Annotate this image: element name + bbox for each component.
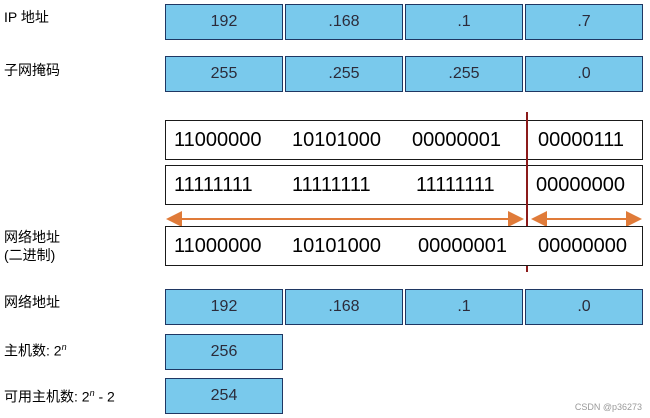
binary-network-octet-3: 00000001 xyxy=(418,235,507,257)
host-count-row: 256 xyxy=(165,334,283,370)
watermark: CSDN @p36273 xyxy=(574,402,642,412)
binary-ip-octet-1: 11000000 xyxy=(174,129,262,151)
ip-octet-3: .1 xyxy=(405,4,523,40)
host-count-label: 主机数: 2n xyxy=(4,338,67,360)
mask-octet-4: .0 xyxy=(525,56,643,92)
network-address-row: 192 .168 .1 .0 xyxy=(165,289,643,325)
binary-mask-octet-1: 11111111 xyxy=(174,174,253,196)
binary-mask-octet-3: 11111111 xyxy=(416,174,495,196)
network-address-binary-label: 网络地址 (二进制) xyxy=(4,228,60,264)
host-count-exponent: n xyxy=(61,342,67,352)
usable-hosts-exponent: n xyxy=(89,388,95,398)
network-octet-4: .0 xyxy=(525,289,643,325)
network-octet-1: 192 xyxy=(165,289,283,325)
binary-ip-box: 11000000 10101000 00000001 00000111 xyxy=(165,120,643,160)
usable-hosts-value: 254 xyxy=(165,378,283,414)
mask-octet-1: 255 xyxy=(165,56,283,92)
ip-address-label: IP 地址 xyxy=(4,9,49,25)
binary-ip-octet-3: 00000001 xyxy=(412,129,501,151)
ip-octet-2: .168 xyxy=(285,4,403,40)
network-address-label: 网络地址 xyxy=(4,294,60,310)
network-address-binary-label-line1: 网络地址 xyxy=(4,229,60,245)
binary-network-box: 11000000 10101000 00000001 00000000 xyxy=(165,226,643,266)
usable-hosts-prefix: 可用主机数: 2 xyxy=(4,388,90,405)
usable-hosts-label: 可用主机数: 2n - 2 xyxy=(4,384,115,406)
binary-ip-octet-2: 10101000 xyxy=(292,129,381,151)
binary-network-octet-1: 11000000 xyxy=(174,235,262,257)
binary-ip-octet-4: 00000111 xyxy=(538,129,625,151)
ip-address-row: 192 .168 .1 .7 xyxy=(165,4,643,40)
network-octet-2: .168 xyxy=(285,289,403,325)
binary-network-octet-4: 00000000 xyxy=(538,235,627,257)
usable-hosts-suffix: - 2 xyxy=(94,388,115,405)
ip-octet-4: .7 xyxy=(525,4,643,40)
subnet-mask-label: 子网掩码 xyxy=(4,62,60,78)
network-octet-3: .1 xyxy=(405,289,523,325)
binary-mask-box: 11111111 11111111 11111111 00000000 xyxy=(165,165,643,205)
binary-network-octet-2: 10101000 xyxy=(292,235,381,257)
subnet-mask-row: 255 .255 .255 .0 xyxy=(165,56,643,92)
binary-mask-octet-4: 00000000 xyxy=(536,174,625,196)
mask-octet-2: .255 xyxy=(285,56,403,92)
mask-octet-3: .255 xyxy=(405,56,523,92)
usable-hosts-row: 254 xyxy=(165,378,283,414)
ip-octet-1: 192 xyxy=(165,4,283,40)
host-count-prefix: 主机数: 2 xyxy=(4,342,62,359)
host-count-value: 256 xyxy=(165,334,283,370)
binary-mask-octet-2: 11111111 xyxy=(292,174,371,196)
network-address-binary-label-line2: (二进制) xyxy=(4,247,56,263)
